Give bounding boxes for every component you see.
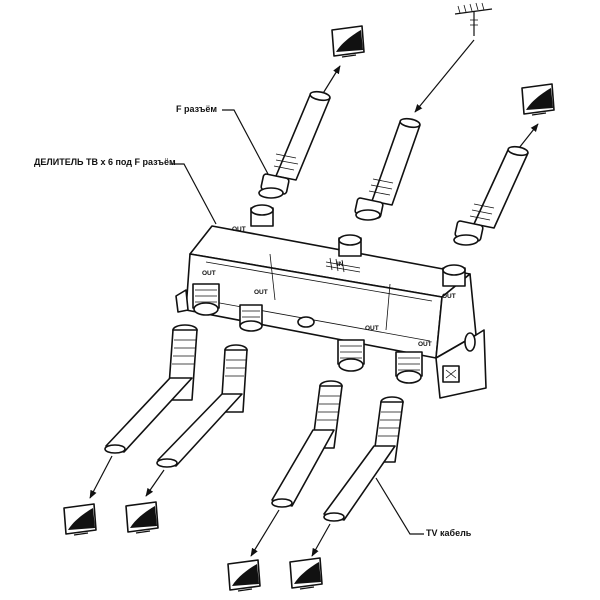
port-label-out-6: OUT [442, 293, 456, 300]
port-top-center [338, 234, 362, 257]
cable-bottom-3 [271, 380, 343, 508]
arrows-top [321, 39, 539, 149]
cable-top-right [453, 145, 529, 246]
antenna-icon [454, 2, 493, 36]
callout-tv-cable: TV кабель [375, 477, 472, 538]
port-front-4 [395, 351, 423, 384]
tv-icon-bottom-4 [289, 557, 323, 590]
port-front-1 [192, 283, 220, 316]
tv-icon-bottom-1 [63, 503, 97, 536]
splitter-body: IN OUT OUT OUT OUT OUT OUT [175, 225, 487, 399]
arrows-bottom [89, 455, 331, 557]
tv-icon-bottom-3 [227, 559, 261, 592]
tv-icon-top-left [331, 25, 365, 58]
cable-top-center [354, 117, 421, 221]
port-label-out-4: OUT [365, 325, 379, 332]
callout-f-connector: F разъём [176, 104, 269, 175]
cable-bottom-4 [323, 396, 404, 522]
tv-icon-bottom-2 [125, 501, 159, 534]
cable-top-left [258, 90, 331, 199]
port-top-right [442, 264, 466, 287]
callout-splitter: ДЕЛИТЕЛЬ ТВ х 6 под F разъём [34, 157, 217, 225]
port-label-out-1: OUT [232, 226, 246, 233]
label-f-connector: F разъём [176, 104, 217, 114]
port-label-out-5: OUT [418, 341, 432, 348]
label-tv-cable: TV кабель [426, 528, 472, 538]
port-label-in: IN [337, 261, 344, 268]
port-front-2 [239, 304, 263, 332]
label-splitter: ДЕЛИТЕЛЬ ТВ х 6 под F разъём [34, 157, 176, 167]
port-front-3 [337, 339, 365, 372]
tv-icon-top-right [521, 83, 555, 116]
cable-bottom-2 [156, 344, 248, 468]
port-label-out-2: OUT [202, 270, 216, 277]
port-top-left [250, 204, 274, 227]
port-label-out-3: OUT [254, 289, 268, 296]
cable-bottom-1 [104, 324, 198, 454]
